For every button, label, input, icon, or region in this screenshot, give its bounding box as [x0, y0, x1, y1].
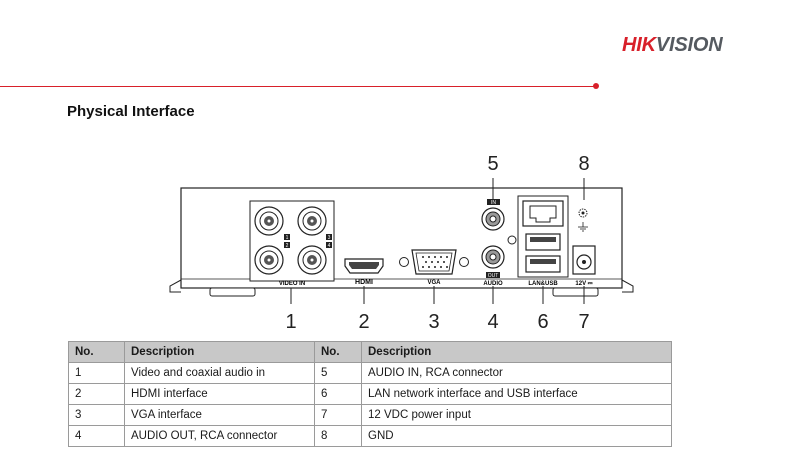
audio-side-hole — [507, 235, 517, 245]
table-cell: Video and coaxial audio in — [124, 362, 315, 384]
right-mounting-ear — [621, 279, 634, 293]
bnc-connector-1 — [254, 206, 284, 236]
table-cell: AUDIO IN, RCA connector — [361, 362, 672, 384]
rear-panel-diagram: 1 2 3 4 VIDEO IN HDMI VGA IN OUT AUDIO L… — [169, 153, 634, 332]
bnc-connector-2 — [297, 206, 327, 236]
ground-symbol-icon — [578, 222, 588, 232]
header-description-1: Description — [124, 341, 315, 363]
lan-usb-label: LAN&USB — [528, 281, 558, 287]
gnd-screw — [578, 208, 588, 218]
table-row: 1 Video and coaxial audio in 5 AUDIO IN,… — [68, 362, 672, 384]
left-mounting-ear — [169, 279, 182, 293]
vga-label: VGA — [427, 280, 441, 286]
callout-6: 6 — [537, 311, 548, 332]
hdmi-label: HDMI — [355, 279, 373, 286]
usb-port-2 — [525, 255, 561, 273]
vga-screw-right — [459, 257, 469, 267]
audio-in-label: IN — [491, 200, 496, 206]
table-row: 2 HDMI interface 6 LAN network interface… — [68, 383, 672, 405]
table-cell: HDMI interface — [124, 383, 315, 405]
header-description-2: Description — [361, 341, 672, 363]
table-row: 4 AUDIO OUT, RCA connector 8 GND — [68, 425, 672, 447]
bnc-connector-3 — [254, 245, 284, 275]
video-in-label: VIDEO IN — [279, 281, 305, 287]
table-cell: AUDIO OUT, RCA connector — [124, 425, 315, 447]
bnc-connector-4 — [297, 245, 327, 275]
table-cell: VGA interface — [124, 404, 315, 426]
callout-1: 1 — [285, 311, 296, 332]
left-foot — [209, 287, 256, 297]
table-cell: GND — [361, 425, 672, 447]
hikvision-logo: HIKVISION — [622, 34, 723, 57]
table-cell: 12 VDC power input — [361, 404, 672, 426]
table-cell: LAN network interface and USB interface — [361, 383, 672, 405]
logo-part2: VISION — [655, 34, 723, 56]
callout-8: 8 — [578, 153, 589, 175]
logo-part1: HIK — [622, 34, 656, 56]
callout-3: 3 — [428, 311, 439, 332]
lan-port — [522, 200, 564, 227]
callout-4: 4 — [487, 311, 498, 332]
bnc-number-1: 1 — [286, 235, 289, 241]
callout-5: 5 — [487, 153, 498, 175]
table-header-row: No. Description No. Description — [68, 341, 672, 363]
table-cell: 3 — [68, 404, 125, 426]
table-cell: 6 — [314, 383, 362, 405]
table-cell: 1 — [68, 362, 125, 384]
callout-7: 7 — [578, 311, 589, 332]
header-no-1: No. — [68, 341, 125, 363]
callout-2: 2 — [358, 311, 369, 332]
audio-in-rca — [481, 207, 505, 231]
table-cell: 7 — [314, 404, 362, 426]
table-cell: 2 — [68, 383, 125, 405]
header-no-2: No. — [314, 341, 362, 363]
audio-out-rca — [481, 245, 505, 269]
table-cell: 5 — [314, 362, 362, 384]
bnc-number-2: 2 — [286, 243, 289, 249]
right-foot — [552, 287, 599, 297]
usb-port-1 — [525, 233, 561, 251]
vga-screw-left — [399, 257, 409, 267]
bnc-number-3: 3 — [328, 235, 331, 241]
power-label: 12V ⎓ — [575, 281, 592, 287]
section-title: Physical Interface — [67, 103, 195, 120]
table-row: 3 VGA interface 7 12 VDC power input — [68, 404, 672, 426]
table-cell: 4 — [68, 425, 125, 447]
header-divider-dot — [593, 83, 599, 89]
audio-out-label: OUT — [488, 273, 499, 279]
bnc-number-4: 4 — [328, 243, 331, 249]
interface-table: No. Description No. Description 1 Video … — [68, 341, 672, 447]
table-cell: 8 — [314, 425, 362, 447]
audio-label: AUDIO — [483, 281, 503, 287]
header-divider — [0, 86, 596, 87]
